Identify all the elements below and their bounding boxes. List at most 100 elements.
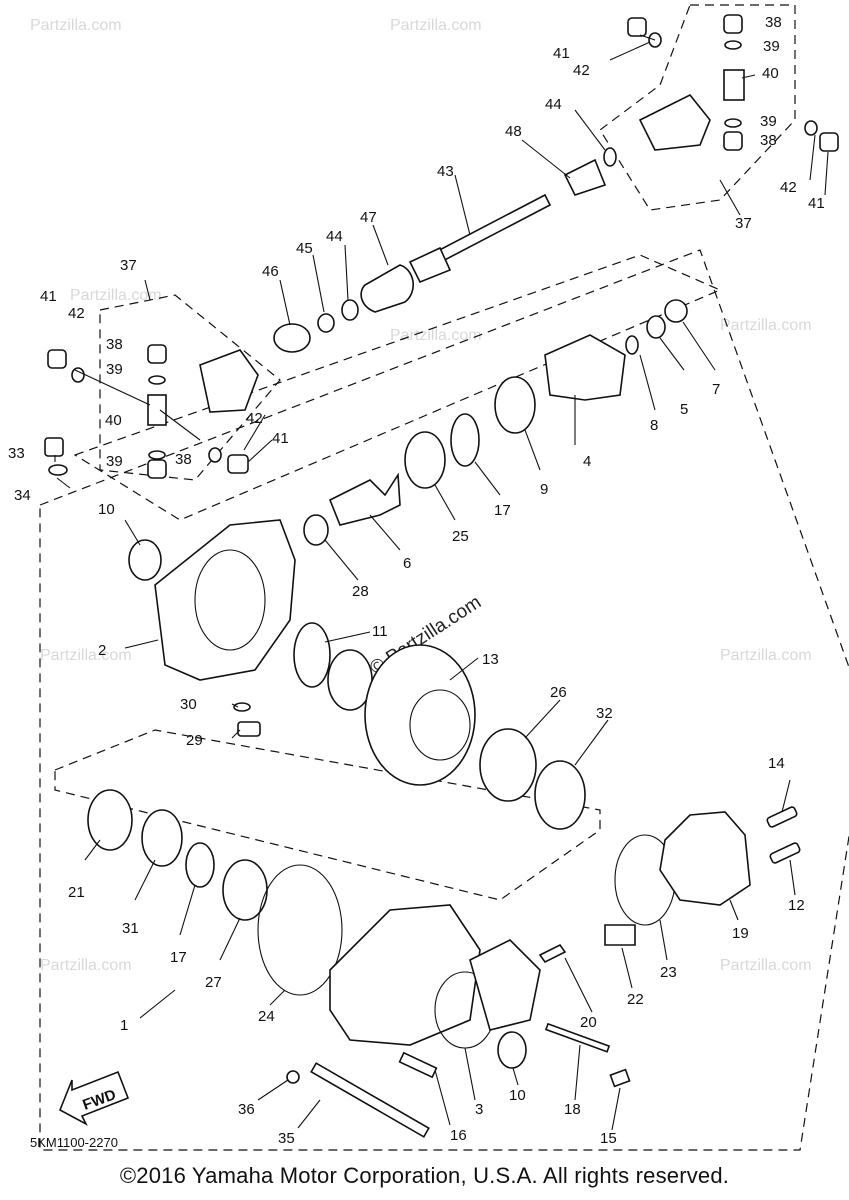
ring-gear (364, 644, 476, 786)
circlip (625, 335, 639, 355)
leader-line (659, 337, 685, 371)
bearing-cup (627, 17, 647, 37)
callout-17b: 17 (170, 949, 187, 966)
leader-line (434, 484, 456, 521)
fwd-arrow: FWD (58, 1070, 130, 1126)
leader-line (324, 631, 371, 643)
diagram-code: 5KM1100-2270 (30, 1135, 118, 1150)
callout-39: 39 (763, 38, 780, 55)
callout-48: 48 (505, 123, 522, 140)
leader-line (269, 989, 286, 1006)
leader-line (312, 254, 325, 313)
leader-line (809, 134, 816, 181)
leader-line (74, 369, 151, 406)
callout-47: 47 (360, 209, 377, 226)
pinion-group (44, 299, 688, 581)
leader-line (124, 639, 159, 649)
circlip (450, 413, 480, 467)
leader-line (297, 1099, 321, 1129)
callout-9: 9 (540, 481, 548, 498)
leader-line (257, 1079, 289, 1101)
leader-line (369, 514, 401, 551)
leader-line (639, 34, 656, 41)
leader-lines (54, 34, 829, 1131)
callout-3: 3 (475, 1101, 483, 1118)
circlip (341, 299, 359, 321)
washer (317, 313, 335, 333)
leader-line (454, 174, 471, 236)
leader-line (611, 1087, 621, 1131)
leader-line (609, 41, 651, 61)
callout-5: 5 (680, 401, 688, 418)
washer (233, 702, 251, 712)
callout-14: 14 (768, 755, 785, 772)
callout-13: 13 (482, 651, 499, 668)
callout-25: 25 (452, 528, 469, 545)
callout-32: 32 (596, 705, 613, 722)
leader-line (124, 519, 141, 546)
oil-seal (497, 1031, 527, 1069)
callout-43: 43 (437, 163, 454, 180)
callout-30: 30 (180, 696, 197, 713)
actuator-housing (659, 811, 751, 906)
bushing (563, 158, 607, 196)
callout-11: 11 (372, 623, 388, 640)
assembly-outlines (39, 4, 849, 1151)
watermark-text: Partzilla.com (30, 17, 122, 34)
leader-line (231, 729, 241, 739)
callout-2: 2 (98, 642, 106, 659)
boot (360, 264, 414, 313)
callout-39d: 39 (106, 453, 123, 470)
sleeve (87, 789, 133, 851)
callout-39c: 39 (106, 361, 123, 378)
oil-seal (494, 376, 536, 434)
watermark-text: Partzilla.com (70, 287, 162, 304)
case-flange (469, 939, 541, 1031)
leader-line (139, 989, 176, 1019)
bolt (398, 1051, 438, 1079)
callout-6: 6 (403, 555, 411, 572)
callout-23: 23 (660, 964, 677, 981)
callout-44b: 44 (326, 228, 343, 245)
plug (609, 1068, 631, 1088)
leader-line (56, 477, 71, 489)
callout-15: 15 (600, 1130, 617, 1147)
leader-line (682, 321, 716, 371)
circlip (148, 375, 166, 385)
callout-40b: 40 (105, 412, 122, 429)
bearing-cup (147, 344, 167, 364)
callout-42d: 42 (246, 410, 263, 427)
leader-line (219, 917, 241, 961)
leader-line (574, 109, 606, 151)
leader-line (279, 279, 291, 326)
callout-40: 40 (762, 65, 779, 82)
shim (534, 760, 586, 830)
fwd-arrow-icon (58, 1070, 130, 1126)
watermark-text: Partzilla.com (390, 17, 482, 34)
callout-38: 38 (765, 14, 782, 31)
callout-46: 46 (262, 263, 279, 280)
shim (293, 622, 331, 688)
universal-joint-right (627, 14, 839, 152)
callout-41d: 41 (272, 430, 289, 447)
callout-34: 34 (14, 487, 31, 504)
callout-19: 19 (732, 925, 749, 942)
bearing-cup (47, 349, 67, 369)
callout-7: 7 (712, 381, 720, 398)
cross-spider (723, 69, 745, 101)
shaft-spline (408, 246, 452, 284)
callout-27: 27 (205, 974, 222, 991)
leader-line (231, 703, 239, 708)
watermark-text: Partzilla.com (40, 647, 132, 664)
watermark-text: Partzilla.com (390, 327, 482, 344)
callout-42: 42 (573, 62, 590, 79)
bolt (237, 721, 261, 737)
bearing (404, 431, 446, 489)
leader-line (464, 1047, 476, 1101)
bearing (222, 859, 268, 921)
callout-24: 24 (258, 1008, 275, 1025)
pin (310, 1062, 430, 1138)
nut (664, 299, 688, 323)
circlip (71, 367, 85, 383)
leader-line (144, 279, 151, 301)
